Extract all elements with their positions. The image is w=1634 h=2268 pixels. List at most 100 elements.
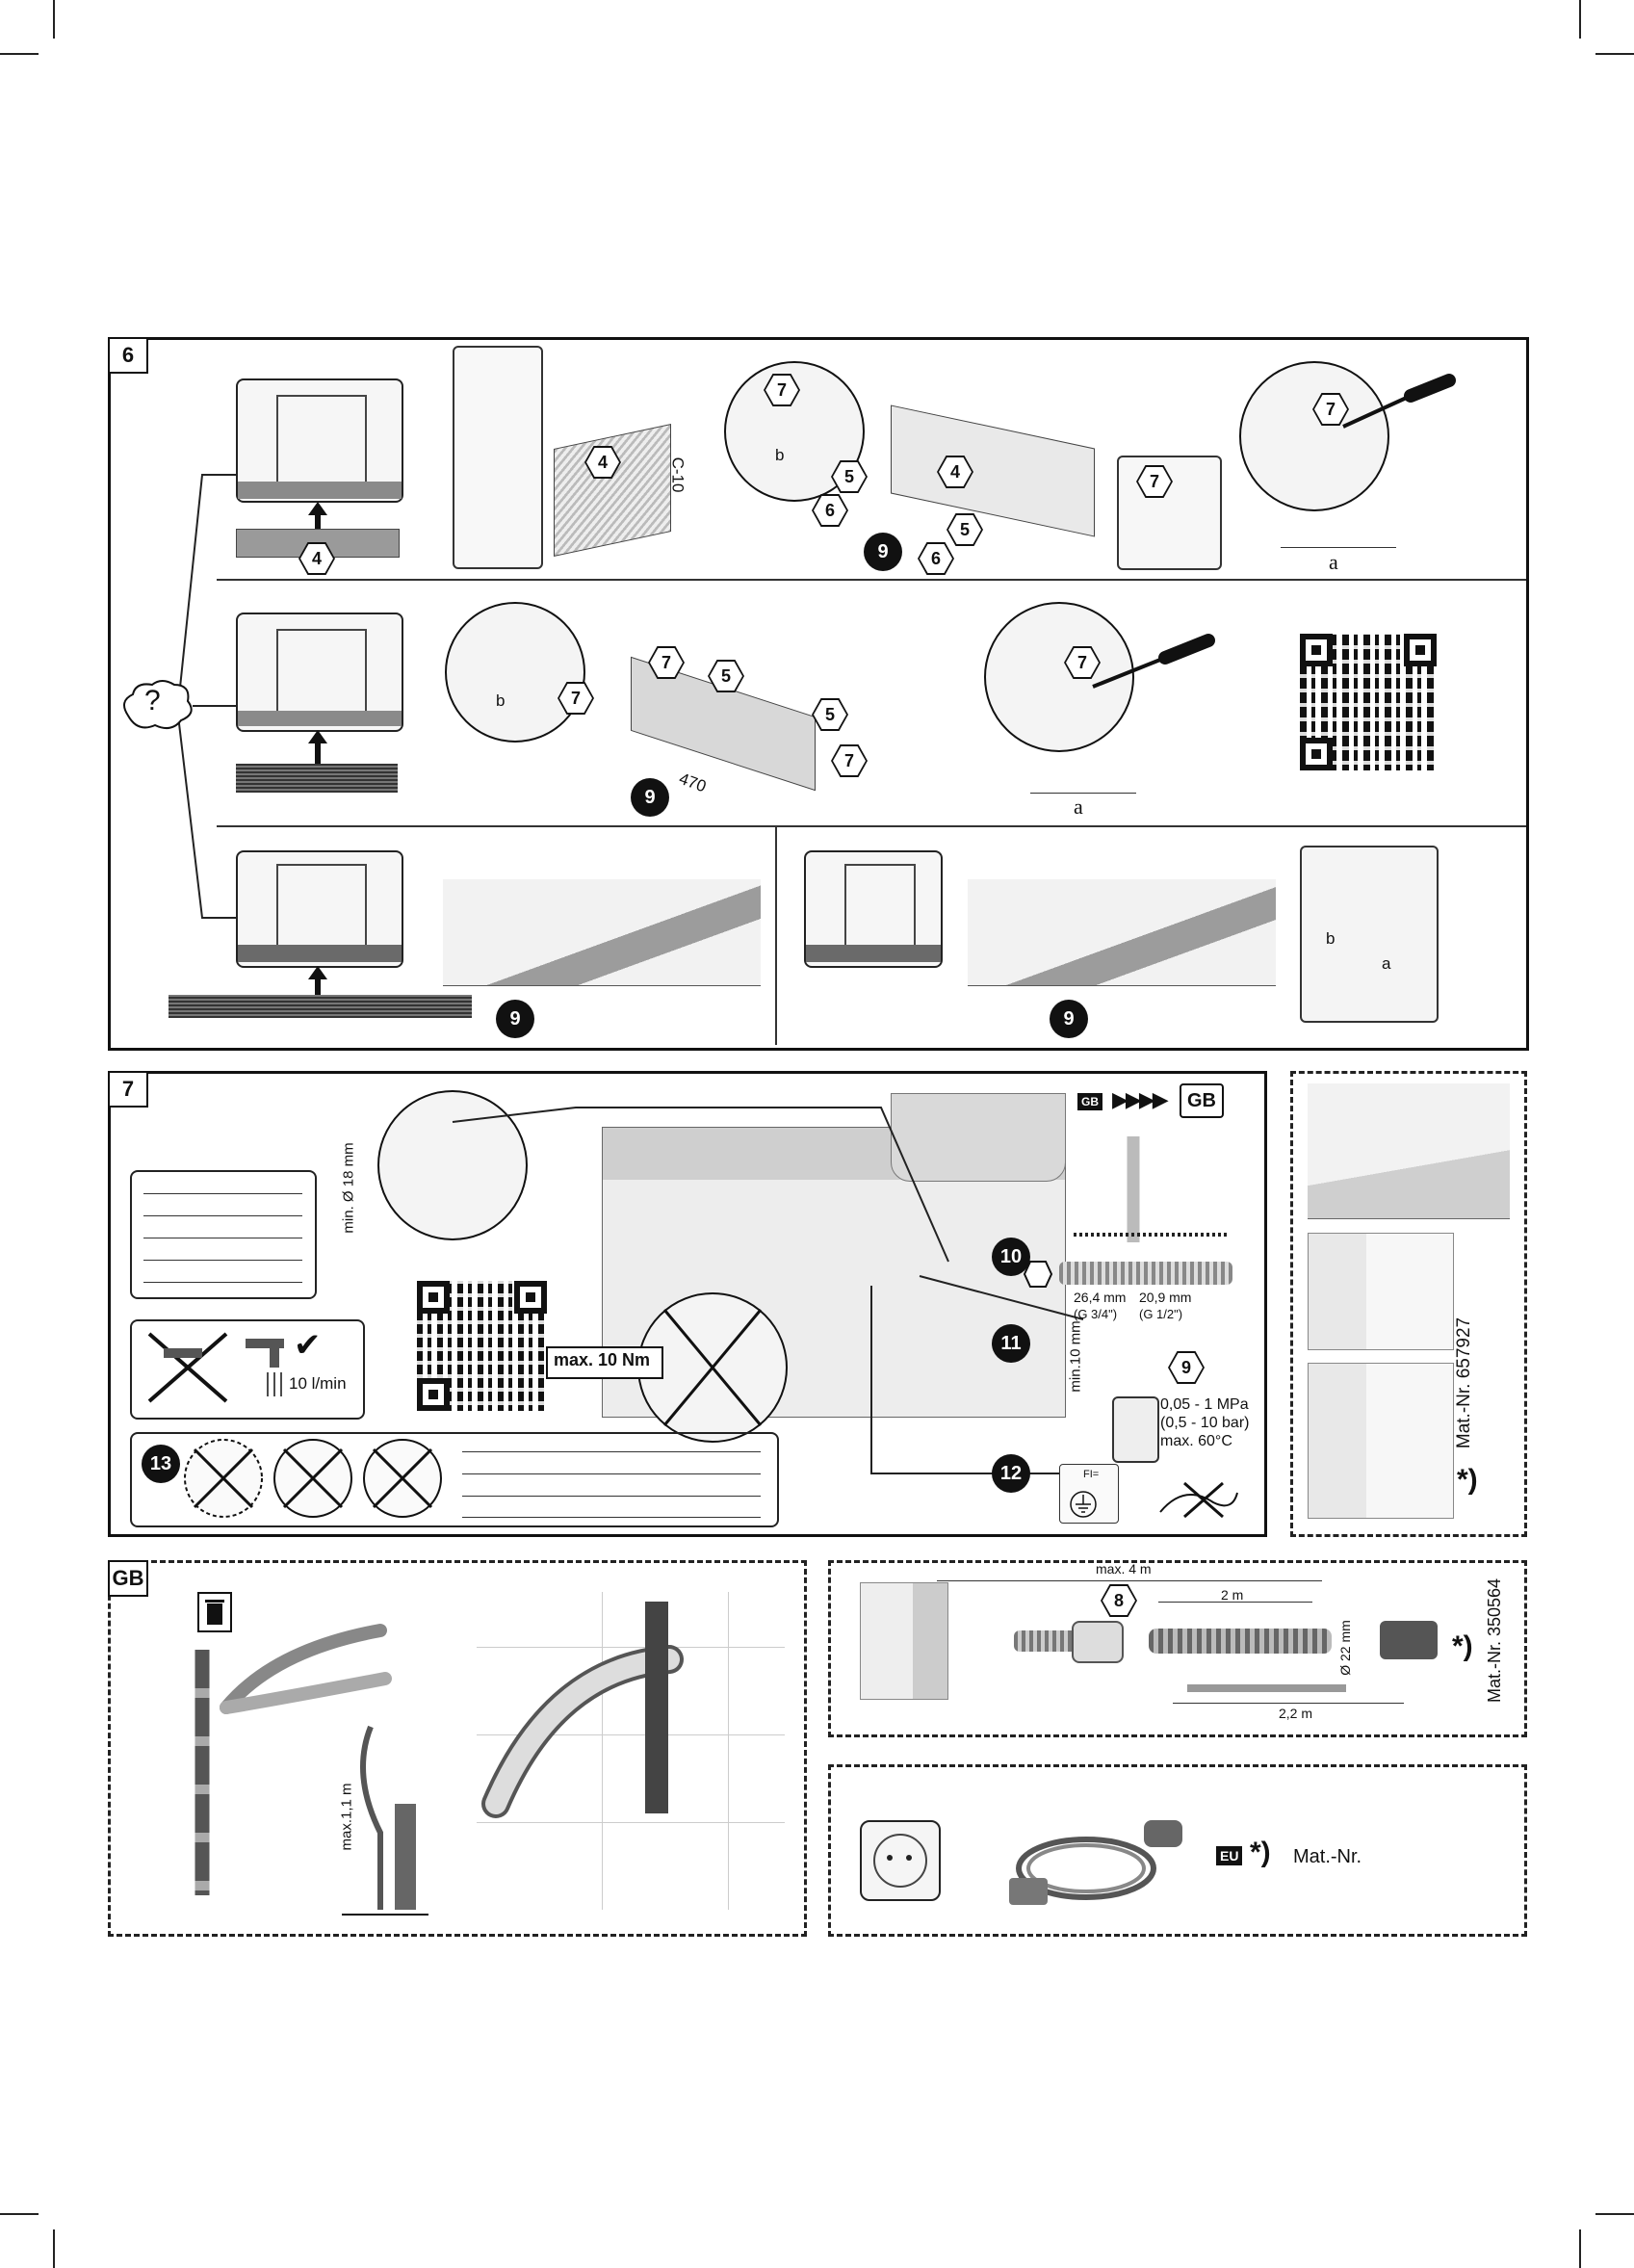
socket-icon — [860, 1820, 941, 1901]
stand-pipe-illustration — [342, 1725, 428, 1916]
max-temperature: max. 60°C — [1160, 1433, 1232, 1449]
power-cable-icon — [1009, 1820, 1182, 1905]
screwdriver-icon — [1092, 634, 1215, 689]
arrow-up-icon — [308, 730, 327, 764]
hex-label-6: 6 — [814, 496, 846, 525]
waste-bin-icon — [197, 1592, 232, 1632]
step-11-badge: 11 — [992, 1324, 1030, 1363]
prohibited-cut-icon — [363, 1439, 442, 1518]
step-12-badge: 12 — [992, 1454, 1030, 1493]
crop-mark — [1579, 0, 1581, 39]
siphon-illustration — [1083, 1136, 1208, 1242]
hex-label-5: 5 — [814, 700, 846, 729]
asterisk-note: *) — [1457, 1464, 1478, 1496]
dishwasher-front-illustration — [804, 850, 943, 968]
gb-flag-small: GB — [1077, 1093, 1102, 1110]
thought-cloud-icon — [123, 680, 193, 730]
plinth-strip-wood — [169, 995, 472, 1018]
dimension-26mm: 26,4 mm — [1074, 1290, 1127, 1305]
dimension-b: b — [496, 691, 506, 710]
side-installation-panel: *) Mat.-Nr. 657927 — [1290, 1071, 1527, 1537]
fi-label: FI= — [1083, 1469, 1100, 1480]
flow-rate-label: 10 l/min — [289, 1374, 347, 1393]
length-22m: 2,2 m — [1279, 1706, 1313, 1721]
pliers-icon — [220, 1624, 392, 1714]
plinth-clip-detail — [453, 346, 543, 569]
hex-label-7: 7 — [833, 746, 866, 775]
bracket-detail-box — [1117, 456, 1222, 570]
crop-mark — [53, 2229, 55, 2268]
note-box — [130, 1170, 317, 1299]
hose-sleeve — [1380, 1621, 1438, 1659]
plinth-fitting-illustration — [968, 879, 1276, 986]
material-number: Mat.-Nr. — [1293, 1846, 1362, 1867]
step-13-badge: 13 — [142, 1445, 180, 1483]
step-10-badge: 10 — [992, 1238, 1030, 1276]
tap-instruction-box — [130, 1319, 365, 1420]
inlet-hose-illustration — [1187, 1684, 1346, 1692]
dimension-470: 470 — [676, 769, 709, 796]
qr-code — [417, 1281, 547, 1411]
dimension-26mm-thread: (G 3/4") — [1074, 1307, 1118, 1321]
gb-flag-large: GB — [1180, 1083, 1224, 1118]
step-9-badge: 9 — [864, 533, 902, 571]
dishwasher-front-illustration — [236, 850, 403, 968]
prohibited-bend-icon — [184, 1439, 263, 1518]
crop-mark — [53, 0, 55, 39]
drain-stand-pipe-illustration — [195, 1650, 210, 1895]
step-9-badge: 9 — [1050, 1000, 1088, 1038]
dimension-a: a — [1329, 550, 1338, 574]
dishwasher-side-illustration — [860, 1582, 948, 1700]
screwdriver-detail-circle — [1239, 361, 1389, 511]
plinth-cutting-illustration — [554, 424, 671, 557]
tap-crossed-icon — [147, 1332, 228, 1403]
dimension-a: a — [1074, 795, 1083, 819]
asterisk-note: *) — [1452, 1630, 1473, 1662]
prohibited-extension-icon — [1159, 1481, 1238, 1519]
hose-extension-panel: max. 4 m 8 2 m Ø 22 mm 2,2 m *) Mat.-Nr.… — [828, 1560, 1527, 1737]
section-6-panel: 6 ? 4 4 C-10 7 b 5 6 4 5 6 9 7 7 a — [108, 337, 1529, 1051]
plinth-mounting-illustration — [891, 404, 1095, 537]
power-cable-panel: EU *) Mat.-Nr. — [828, 1764, 1527, 1937]
crop-mark — [0, 2213, 39, 2215]
dishwasher-front-illustration — [236, 613, 403, 732]
torque-label: max. 10 Nm — [554, 1350, 651, 1369]
hose-fittings-illustration — [1059, 1262, 1232, 1285]
section-6-label: 6 — [108, 337, 148, 374]
gb-panel-label: GB — [108, 1560, 148, 1597]
extension-hose-illustration — [1149, 1629, 1332, 1654]
material-number: Mat.-Nr. 657927 — [1454, 1316, 1475, 1449]
cabinet-illustration-1 — [1308, 1083, 1510, 1219]
hex-label-5: 5 — [710, 662, 742, 691]
length-2m: 2 m — [1221, 1587, 1244, 1603]
torque-label-box — [546, 1346, 663, 1379]
dimension-b: b — [1326, 929, 1336, 948]
min-10mm-label: min.10 mm — [1067, 1320, 1084, 1393]
qr-code — [1300, 634, 1437, 770]
screwdriver-detail-circle — [984, 602, 1134, 752]
hex-label-7: 7 — [650, 648, 683, 677]
magnifier-detail-circle — [724, 361, 865, 502]
nut-hex-icon — [1023, 1261, 1053, 1288]
bottle-illustration — [1112, 1396, 1159, 1463]
pressure-mpa: 0,05 - 1 MPa — [1160, 1396, 1249, 1413]
dimension-20mm-thread: (G 1/2") — [1139, 1307, 1183, 1321]
hex-label-7: 7 — [765, 376, 798, 404]
section-7-label: 7 — [108, 1071, 148, 1108]
screwdriver-icon — [1342, 374, 1456, 429]
hex-label-5: 5 — [948, 515, 981, 544]
pressure-bar: (0,5 - 10 bar) — [1160, 1415, 1250, 1431]
warning-box — [130, 1432, 779, 1527]
dishwasher-front-illustration — [236, 378, 403, 503]
dimension-line — [1030, 793, 1136, 794]
hose-diameter-22mm: Ø 22 mm — [1336, 1620, 1353, 1676]
branch-lines — [177, 474, 236, 919]
step-9-badge: 9 — [631, 778, 669, 817]
hose-connection-detail — [377, 1090, 528, 1240]
dimension-20mm: 20,9 mm — [1139, 1290, 1192, 1305]
crop-mark — [1595, 2213, 1634, 2215]
prohibited-twist-icon — [273, 1439, 352, 1518]
row-divider — [775, 825, 777, 1045]
crop-mark — [1579, 2229, 1581, 2268]
drain-hose-clip-illustration — [481, 1602, 684, 1818]
